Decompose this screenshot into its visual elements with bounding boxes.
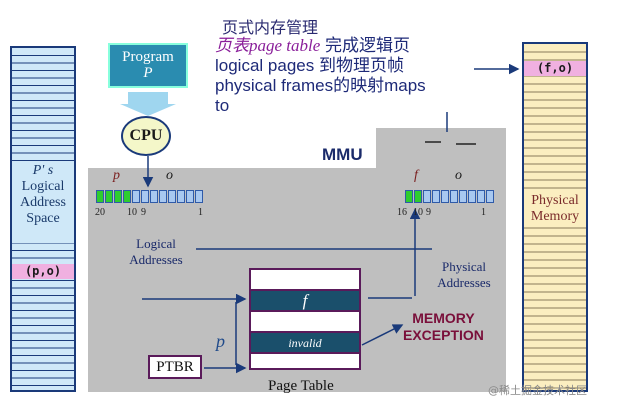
program-name: P [143,65,153,81]
physical-addresses-label: Physical Addresses [424,259,504,291]
address-bit [159,190,167,203]
address-bit [441,190,449,203]
page-table-row [251,312,359,333]
address-bit [195,190,203,203]
cpu-node: CPU [121,116,171,156]
desc-line1-rest: 完成逻辑页 [320,36,411,55]
page-table-invalid: invalid [288,336,322,350]
ptbr-register: PTBR [148,355,202,379]
desc-line2: logical pages 到物理页帧 [215,56,404,75]
address-bit [423,190,431,203]
exception-line-2: EXCEPTION [403,327,484,343]
pa-line-2: Addresses [437,275,491,290]
lls-line-4: Space [26,211,60,226]
address-bit [477,190,485,203]
address-bit [96,190,104,203]
logical-tick-10: 10 [127,207,137,218]
page-title: 页式内存管理 [222,18,319,37]
description: 页表page table 完成逻辑页 logical pages 到物理页帧 p… [215,36,485,116]
logical-tick-1: 1 [198,207,203,218]
la-line-1: Logical [136,236,176,251]
physical-memory-label: Physical Memory [524,193,586,225]
address-bit [114,190,122,203]
address-bit [132,190,140,203]
page-table-row-invalid: invalid [251,333,359,354]
lls-line-2: Logical [21,179,65,194]
page-table-row [251,270,359,291]
pm-line-1: Physical [531,193,579,208]
physical-tick-9: 9 [426,207,431,218]
program-box: Program P [108,43,188,88]
physical-address-bits [405,190,495,203]
logical-addresses-label: Logical Addresses [116,236,196,268]
address-bit [468,190,476,203]
physical-entry: (f,o) [524,61,586,76]
page-table-f: f [302,291,308,310]
page-table-row [251,354,359,368]
address-bit [459,190,467,203]
address-bit [450,190,458,203]
logical-o-label: o [166,168,173,183]
address-bit [414,190,422,203]
exception-arrow [361,324,404,346]
watermark: @稀土掘金技术社区 [488,384,587,397]
exception-line-1: MEMORY [412,310,475,326]
memory-exception: MEMORY EXCEPTION [403,310,484,344]
mmu-region-top [376,128,506,170]
logical-tick-20: 20 [95,207,105,218]
logical-p-label: p [113,168,120,183]
logical-tick-9: 9 [141,207,146,218]
address-bit [141,190,149,203]
physical-tick-1: 1 [481,207,486,218]
program-cpu-arrow [120,92,176,116]
address-bit [486,190,494,203]
page-table-caption: Page Table [268,378,334,394]
lls-line-1: P' s [32,163,54,178]
page-table: f invalid [249,268,361,370]
physical-entry-text: (f,o) [536,61,574,75]
logical-entry: (p,o) [12,264,74,279]
pm-line-2: Memory [530,209,580,224]
logical-entry-text: (p,o) [24,264,62,278]
address-bit [168,190,176,203]
address-bit [432,190,440,203]
program-label: Program [122,49,174,65]
physical-o-label: o [455,168,462,183]
desc-line3: physical frames的映射maps [215,76,426,95]
page-table-row-f: f [251,291,359,312]
lls-line-3: Address [20,195,66,210]
logical-address-bits [96,190,204,203]
physical-tick-10: 10 [413,207,423,218]
address-bit [405,190,413,203]
mmu-label: MMU [322,145,363,164]
address-bit [150,190,158,203]
physical-f-label: f [414,168,418,183]
address-bit [123,190,131,203]
desc-line4: to [215,96,230,115]
address-bit [105,190,113,203]
pa-line-1: Physical [441,259,487,274]
address-bit [177,190,185,203]
desc-italic: 页表page table [215,36,321,55]
la-line-2: Addresses [129,252,183,267]
physical-tick-16: 16 [397,207,407,218]
address-bit [186,190,194,203]
logical-space-title: P' s Logical Address Space [12,163,74,243]
page-table-p-label: p [216,331,225,351]
